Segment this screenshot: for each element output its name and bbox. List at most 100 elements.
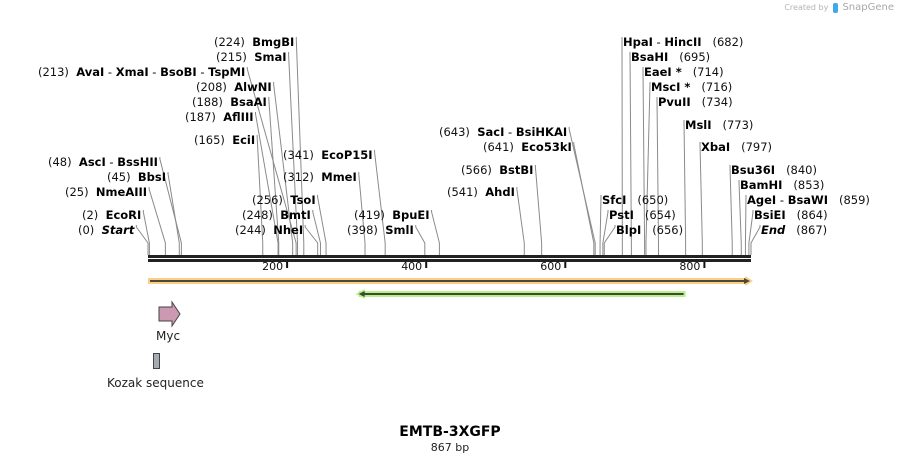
restriction-site-label[interactable]: (256) TsoI — [252, 193, 316, 207]
ruler-tick-label: 800 — [679, 260, 701, 273]
site-position: (398) — [347, 223, 378, 237]
enzyme-name: Eco53kI — [521, 140, 572, 154]
enzyme-name: HincII — [664, 35, 702, 49]
restriction-site-label[interactable]: (188) BsaAI — [192, 95, 267, 109]
watermark-brand: SnapGene — [842, 2, 894, 13]
restriction-site-label[interactable]: (566) BstBI — [461, 163, 533, 177]
site-leader-line — [142, 210, 150, 255]
site-position: (187) — [185, 110, 216, 124]
feature-label-myc[interactable]: Myc — [156, 329, 181, 343]
restriction-site-label[interactable]: BlpI (656) — [616, 223, 683, 237]
site-position: (840) — [786, 163, 817, 177]
site-position: (208) — [196, 80, 227, 94]
restriction-site-label[interactable]: (341) EcoP15I — [283, 148, 373, 162]
site-leader-line — [568, 127, 596, 255]
separator: - — [105, 155, 118, 169]
restriction-site-label[interactable]: PstI (654) — [609, 208, 676, 222]
map-title: EMTB-3XGFP — [399, 424, 501, 440]
restriction-site-label[interactable]: End (867) — [761, 223, 827, 237]
enzyme-names: BsiEI — [754, 208, 786, 222]
restriction-site-label[interactable]: (45) BbsI — [107, 170, 166, 184]
ruler-tick-label: 200 — [262, 260, 284, 273]
site-leader-line — [602, 210, 609, 255]
restriction-site-label[interactable]: (248) BmtI — [242, 208, 311, 222]
enzyme-names: MslI — [685, 118, 712, 132]
site-position: (714) — [692, 65, 724, 79]
enzyme-names: BamHI — [740, 178, 782, 192]
enzyme-name: HpaI — [623, 35, 653, 49]
restriction-site-label[interactable]: BamHI (853) — [740, 178, 824, 192]
separator: - — [652, 35, 665, 49]
site-leader-line — [729, 165, 733, 255]
enzyme-name: EciI — [232, 133, 256, 147]
restriction-site-label[interactable]: (187) AflIII — [185, 110, 254, 124]
enzyme-names: BbsI — [138, 170, 166, 184]
restriction-site-label[interactable]: (641) Eco53kI — [483, 140, 572, 154]
enzyme-name: SmlI — [385, 223, 414, 237]
site-position: (867) — [796, 223, 828, 237]
restriction-site-label[interactable]: (312) MmeI — [283, 170, 357, 184]
site-leader-line — [573, 142, 595, 255]
site-leader-line — [645, 82, 651, 255]
ruler-tick — [703, 262, 706, 268]
site-position: (853) — [793, 178, 825, 192]
restriction-site-label[interactable]: (398) SmlI — [347, 223, 414, 237]
enzyme-name: MscI * — [651, 80, 691, 94]
feature-label-kozak[interactable]: Kozak sequence — [107, 376, 204, 390]
site-position: (419) — [354, 208, 385, 222]
restriction-site-label[interactable]: HpaI - HincII (682) — [623, 35, 743, 49]
enzyme-name: BbsI — [137, 170, 167, 184]
restriction-site-label[interactable]: BsiEI (864) — [754, 208, 828, 222]
site-position: (797) — [741, 140, 773, 154]
enzyme-names: MmeI — [321, 170, 357, 184]
restriction-site-label[interactable]: (215) SmaI — [216, 50, 287, 64]
restriction-site-label[interactable]: (165) EciI — [194, 133, 255, 147]
site-leader-line — [358, 172, 366, 255]
restriction-site-label[interactable]: (224) BmgBI — [214, 35, 294, 49]
restriction-site-label[interactable]: (48) AscI - BssHII — [48, 155, 158, 169]
orf-forward-arrow-icon — [744, 278, 750, 284]
restriction-site-label[interactable]: (25) NmeAIII — [65, 185, 147, 199]
site-leader-line — [246, 67, 297, 255]
site-leader-line — [167, 172, 180, 255]
restriction-site-label[interactable]: (0) Start — [78, 223, 134, 237]
restriction-site-label[interactable]: PvuII (734) — [658, 95, 733, 109]
site-leader-line — [629, 52, 632, 255]
restriction-site-label[interactable]: AgeI - BsaWI (859) — [747, 193, 870, 207]
enzyme-name: BsaWI — [787, 193, 829, 207]
site-leader-line — [312, 210, 321, 255]
restriction-site-label[interactable]: (2) EcoRI — [82, 208, 141, 222]
snapgene-watermark: Created by SnapGene — [784, 2, 894, 13]
restriction-site-label[interactable]: (208) AlwNI — [196, 80, 272, 94]
restriction-site-label[interactable]: (643) SacI - BsiHKAI — [439, 125, 567, 139]
site-position: (682) — [712, 35, 744, 49]
site-position: (541) — [447, 185, 478, 199]
ruler-tick-label: 600 — [540, 260, 562, 273]
site-position: (566) — [461, 163, 492, 177]
restriction-site-label[interactable]: SfcI (650) — [602, 193, 668, 207]
restriction-site-label[interactable]: (244) NheI — [235, 223, 303, 237]
enzyme-name: EaeI * — [644, 65, 682, 79]
restriction-site-label[interactable]: MscI * (716) — [651, 80, 732, 94]
restriction-site-label[interactable]: EaeI * (714) — [644, 65, 724, 79]
enzyme-name: BstBI — [499, 163, 534, 177]
site-leader-line — [374, 150, 386, 255]
restriction-site-label[interactable]: XbaI (797) — [701, 140, 772, 154]
restriction-site-label[interactable]: (541) AhdI — [447, 185, 515, 199]
restriction-site-label[interactable]: (213) AvaI - XmaI - BsoBI - TspMI — [38, 65, 245, 79]
enzyme-names: XbaI — [701, 140, 730, 154]
site-leader-line — [699, 142, 703, 255]
enzyme-name: AhdI — [485, 185, 515, 199]
enzyme-name: EcoRI — [105, 208, 142, 222]
restriction-site-label[interactable]: Bsu36I (840) — [731, 163, 817, 177]
enzyme-name: BsaAI — [230, 95, 267, 109]
site-leader-line — [295, 37, 305, 255]
enzyme-names: BsaHI — [631, 50, 668, 64]
site-leader-line — [534, 165, 543, 255]
restriction-site-label[interactable]: (419) BpuEI — [354, 208, 430, 222]
enzyme-name: XbaI — [701, 140, 731, 154]
restriction-site-label[interactable]: MslI (773) — [685, 118, 753, 132]
restriction-site-label[interactable]: BsaHI (695) — [631, 50, 710, 64]
site-position: (45) — [107, 170, 131, 184]
